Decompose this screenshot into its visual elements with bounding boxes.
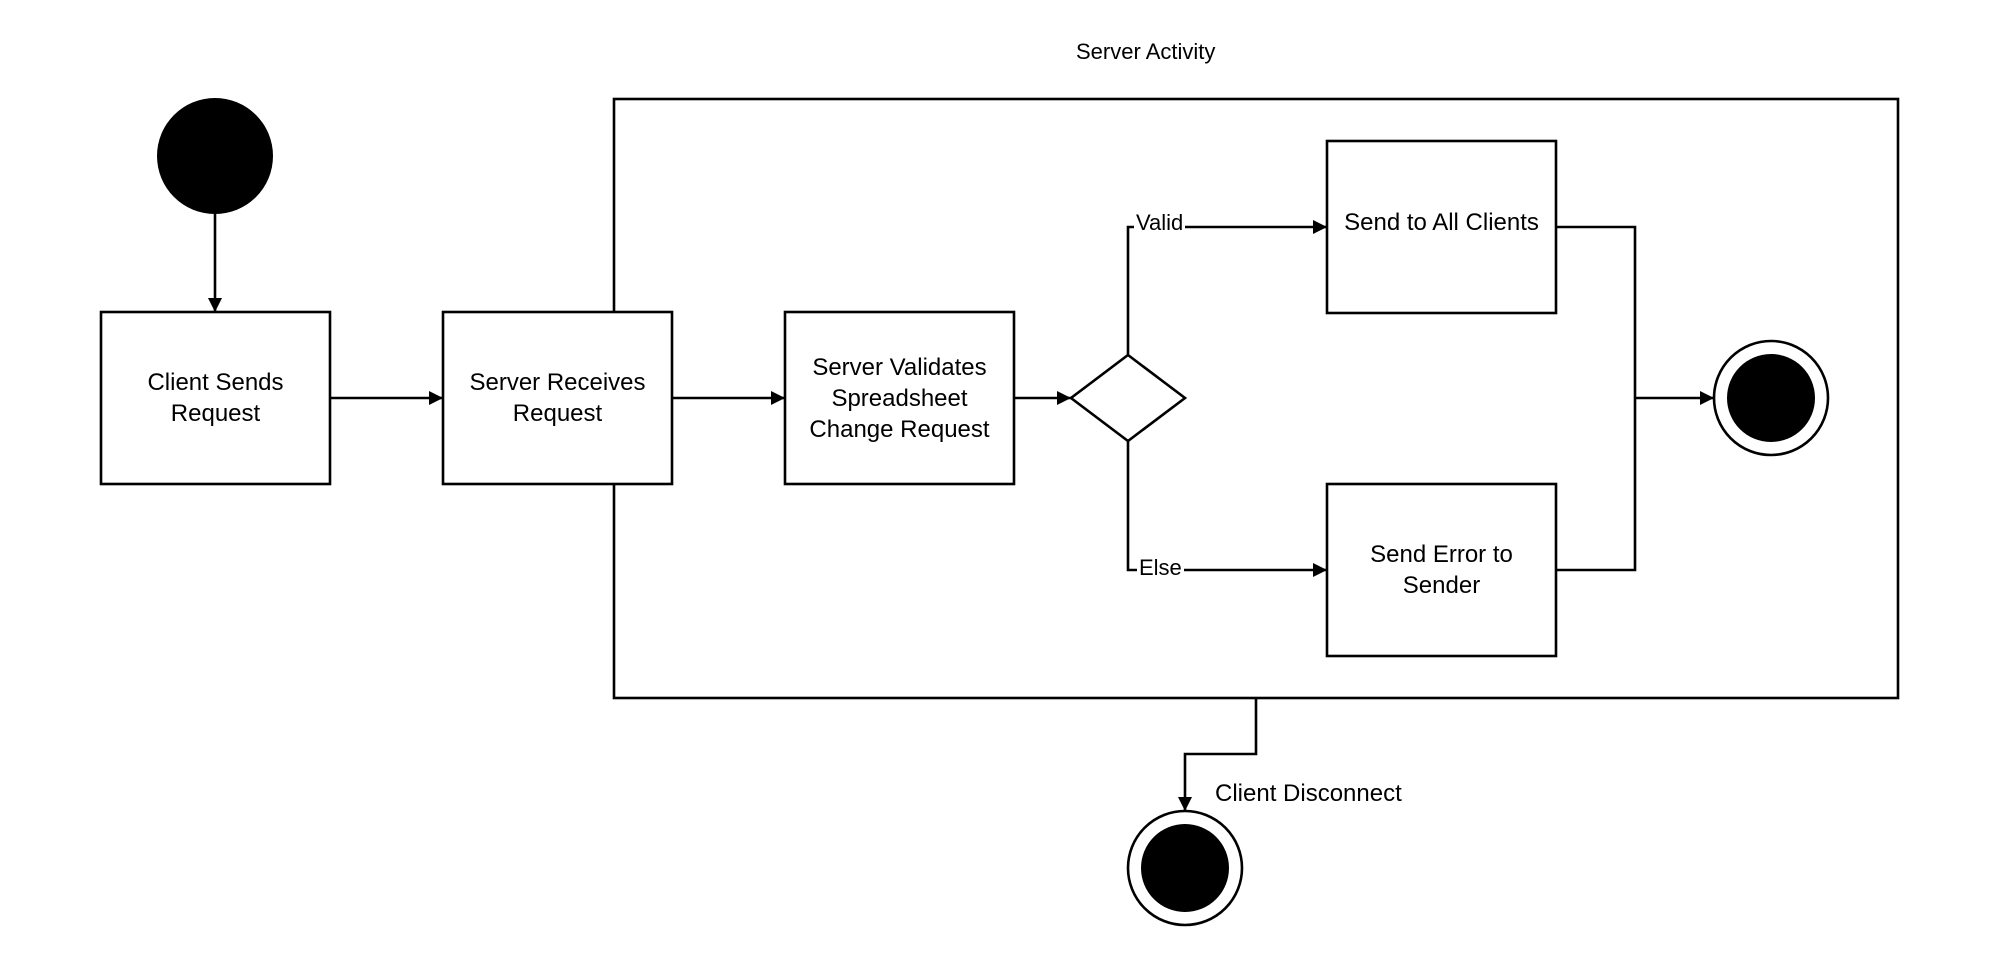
final-node-inner (1727, 354, 1815, 442)
server-validates-line-2: Spreadsheet (831, 384, 968, 412)
client-sends-request-label: Client Sends Request (101, 312, 330, 484)
initial-node (157, 98, 273, 214)
edge-decision-valid (1126, 220, 1327, 355)
action-server-validates[interactable] (783, 310, 1016, 486)
server-validates-label: Server Validates Spreadsheet Change Requ… (785, 312, 1014, 484)
edge-label-else: Else (1137, 555, 1184, 581)
send-error-to-sender-label: Send Error to Sender (1327, 484, 1556, 656)
server-receives-request-text: Server Receives Request (469, 367, 645, 429)
server-validates-line-3: Change Request (809, 415, 990, 443)
server-activity-title: Server Activity (1076, 39, 1216, 64)
edge-label-client-disconnect: Client Disconnect (1215, 780, 1402, 807)
edge-send-error-to-merge (1556, 398, 1637, 572)
client-sends-line-2: Request (170, 400, 261, 427)
edge-disconnect (1178, 698, 1258, 811)
decision-node[interactable] (1068, 353, 1188, 443)
action-client-sends-request[interactable] (99, 310, 332, 486)
client-sends-line-1: Client Sends (147, 369, 284, 396)
server-validates-line-1: Server Validates (812, 353, 987, 381)
server-receives-line-1: Server Receives (469, 369, 646, 396)
send-all-line-1: Send to All Clients (1344, 209, 1539, 236)
edge-label-valid: Valid (1134, 210, 1186, 236)
edge-send-all-to-merge (1556, 225, 1637, 398)
send-error-line-2: Sender (1402, 572, 1481, 599)
send-error-line-1: Send Error to (1370, 541, 1513, 568)
send-error-to-sender-text: Send Error to Sender (1370, 539, 1513, 601)
send-to-all-clients-label: Send to All Clients (1327, 141, 1556, 313)
action-send-to-all-clients[interactable] (1325, 139, 1558, 315)
server-receives-request-label: Server Receives Request (443, 312, 672, 484)
send-to-all-clients-text: Send to All Clients (1344, 207, 1539, 238)
edge-decision-else (1126, 441, 1327, 577)
client-sends-request-text: Client Sends Request (147, 367, 283, 429)
server-receives-line-2: Request (512, 400, 603, 427)
disconnect-final-node-inner (1141, 824, 1229, 912)
server-validates-text: Server Validates Spreadsheet Change Requ… (809, 352, 989, 445)
